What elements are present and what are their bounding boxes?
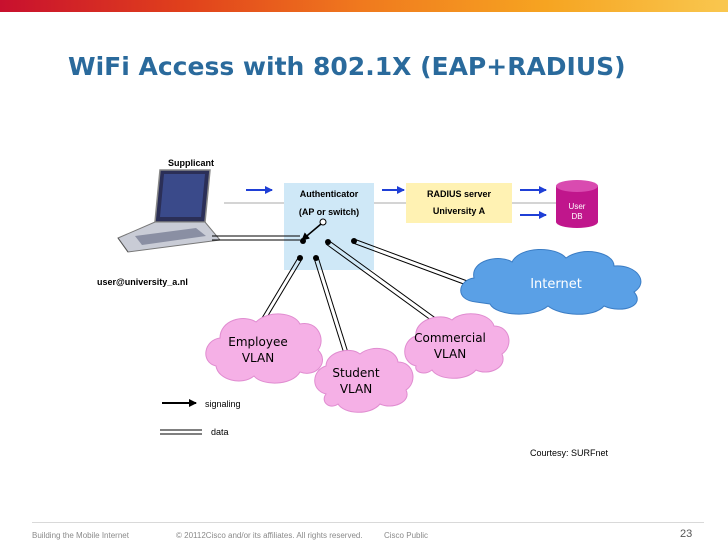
port-node <box>319 218 327 226</box>
supplicant-label: Supplicant <box>168 158 214 168</box>
student-vlan-label: Student <box>332 366 380 380</box>
commercial-vlan-sublabel: VLAN <box>434 347 466 361</box>
footer-copyright: © 20112Cisco and/or its affiliates. All … <box>176 531 363 540</box>
user-identity-label: user@university_a.nl <box>97 277 188 287</box>
authenticator-label: Authenticator <box>300 189 359 199</box>
commercial-vlan-cloud: Commercial VLAN <box>404 313 510 379</box>
slide-title: WiFi Access with 802.1X (EAP+RADIUS) <box>68 52 626 81</box>
port-node <box>300 238 306 244</box>
page-number: 23 <box>680 528 693 540</box>
employee-vlan-sublabel: VLAN <box>242 351 274 365</box>
legend-data-label: data <box>211 427 229 437</box>
employee-vlan-cloud: Employee VLAN <box>205 313 323 384</box>
student-vlan-cloud: Student VLAN <box>314 347 414 413</box>
commercial-vlan-label: Commercial <box>414 331 486 345</box>
student-vlan-sublabel: VLAN <box>340 382 372 396</box>
radius-server-box: RADIUS server University A <box>406 183 512 223</box>
port-switch-arrow <box>301 223 322 241</box>
courtesy-text: Courtesy: SURFnet <box>530 448 609 458</box>
internet-label: Internet <box>530 277 582 292</box>
authenticator-sublabel: (AP or switch) <box>299 207 359 217</box>
footer-divider <box>32 522 704 523</box>
data-link-internet <box>352 238 471 287</box>
data-link-supplicant <box>212 235 300 241</box>
top-color-bar <box>0 0 728 12</box>
laptop-icon <box>117 169 221 253</box>
footer-public: Cisco Public <box>384 531 429 540</box>
employee-vlan-label: Employee <box>228 335 287 349</box>
legend: signaling data <box>160 399 241 437</box>
footer-left: Building the Mobile Internet <box>32 531 129 540</box>
user-db-cylinder: User DB <box>556 180 598 228</box>
radius-sublabel: University A <box>433 206 486 216</box>
userdb-sublabel: DB <box>571 212 582 221</box>
radius-label: RADIUS server <box>427 189 492 199</box>
legend-signaling-label: signaling <box>205 399 241 409</box>
userdb-label: User <box>569 202 586 211</box>
data-link-student <box>313 256 351 361</box>
internet-cloud: Internet <box>460 248 642 315</box>
